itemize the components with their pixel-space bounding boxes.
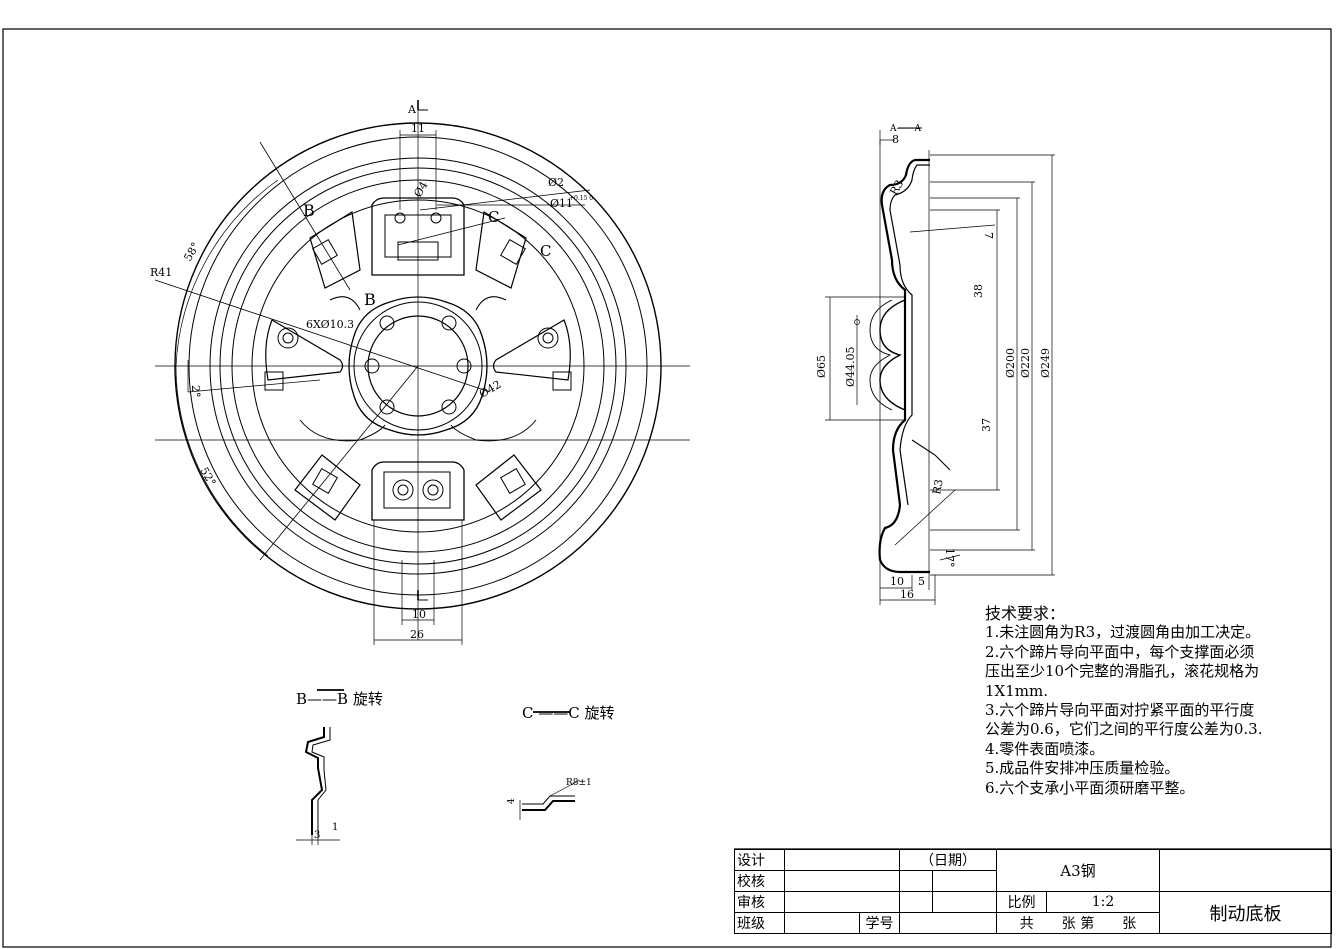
dim-phi11: Ø11 bbox=[550, 197, 573, 210]
class-value bbox=[784, 912, 860, 934]
design-value bbox=[784, 849, 900, 871]
dim-phi249: Ø249 bbox=[1039, 348, 1052, 378]
dim-2-deg: 2° bbox=[189, 385, 202, 398]
dim-1: 1 bbox=[332, 822, 338, 833]
requirement-line: 4.零件表面喷漆。 bbox=[985, 739, 1105, 758]
requirement-line: 6.六个支承小平面须研磨平整。 bbox=[985, 778, 1195, 797]
label-student-no: 学号 bbox=[859, 912, 900, 934]
section-bb-title: B——B 旋转 bbox=[296, 690, 383, 708]
label-check: 校核 bbox=[734, 870, 785, 892]
dim-phi220: Ø220 bbox=[1019, 348, 1032, 378]
part-name: 制动底板 bbox=[1159, 891, 1332, 934]
dim-26: 26 bbox=[410, 628, 424, 641]
section-cc-title: C ——C 旋转 bbox=[522, 704, 615, 722]
dim-phi200: Ø200 bbox=[1004, 348, 1017, 378]
label-class: 班级 bbox=[734, 912, 785, 934]
scale-value: 1:2 bbox=[1046, 891, 1160, 913]
dim-phi44: Ø44.05 bbox=[844, 346, 857, 387]
dim-phi2: Ø2 bbox=[548, 176, 564, 189]
requirement-line: 1X1mm. bbox=[985, 681, 1048, 700]
technical-requirements: 技术要求： 1.未注圆角为R3，过渡圆角由加工决定。 2.六个蹄片导向平面中，每… bbox=[985, 604, 1340, 798]
section-mark-a-top: A bbox=[407, 103, 417, 116]
dim-6x-phi10: 6XØ10.3 bbox=[306, 318, 354, 331]
dim-phi11-tolerance: +0.15 0 bbox=[569, 195, 593, 202]
section-cc bbox=[519, 711, 581, 820]
dim-10: 10 bbox=[412, 608, 426, 621]
check-value bbox=[784, 870, 900, 892]
side-view-labels: A——A 8 R3 7 38 37 Ø65 Ø44.05 Ø200 Ø220 Ø… bbox=[815, 124, 1052, 601]
dim-17-deg: 17° bbox=[943, 548, 956, 568]
requirement-line: 3.六个蹄片导向平面对拧紧平面的平行度 bbox=[985, 701, 1255, 720]
dim-4: 4 bbox=[507, 798, 517, 804]
dim-phi42: Ø42 bbox=[477, 378, 503, 401]
label-b-center: B bbox=[364, 290, 376, 309]
dim-3: 3 bbox=[314, 830, 320, 841]
student-no-value bbox=[899, 912, 997, 934]
label-review: 审核 bbox=[734, 891, 785, 913]
requirement-line: 压出至少10个完整的滑脂孔，滚花规格为 bbox=[985, 662, 1260, 681]
dim-11: 11 bbox=[411, 122, 425, 135]
requirements-title: 技术要求： bbox=[985, 604, 1066, 623]
front-view-labels: A 11 10 26 R41 58° 52° 2° Ø4 Ø2 Ø11 +0.1… bbox=[150, 103, 593, 641]
dim-phi4: Ø4 bbox=[411, 179, 430, 199]
front-view bbox=[154, 100, 690, 645]
dim-8: 8 bbox=[892, 133, 899, 146]
check-extra bbox=[932, 870, 997, 892]
dim-phi65: Ø65 bbox=[815, 355, 828, 378]
sheet-border bbox=[2, 28, 1332, 948]
dim-7: 7 bbox=[982, 232, 995, 239]
label-c-left: C bbox=[488, 208, 499, 226]
label-design: 设计 bbox=[734, 849, 785, 871]
dim-r41: R41 bbox=[150, 266, 172, 279]
side-view bbox=[825, 127, 1055, 605]
label-scale: 比例 bbox=[996, 891, 1047, 913]
dim-52-deg: 52° bbox=[197, 465, 218, 488]
blank-cell bbox=[1159, 849, 1332, 892]
dim-16: 16 bbox=[900, 588, 914, 601]
section-bb-labels: B——B 旋转 3 1 bbox=[296, 690, 383, 841]
requirement-line: 1.未注圆角为R3，过渡圆角由加工决定。 bbox=[985, 623, 1261, 642]
label-b-top: B bbox=[303, 201, 315, 220]
review-value bbox=[784, 891, 900, 913]
requirement-line: 5.成品件安排冲压质量检验。 bbox=[985, 759, 1180, 778]
title-block: 设计 （日期） A3钢 校核 审核 比例 1:2 制动底板 班级 学号 共 张 … bbox=[734, 849, 1332, 934]
label-date: （日期） bbox=[899, 849, 997, 871]
dim-r3-bottom: R3 bbox=[930, 478, 945, 495]
section-bb bbox=[296, 689, 344, 845]
dim-10-side: 10 bbox=[890, 575, 904, 588]
section-cc-labels: C ——C 旋转 4 R8±1 bbox=[507, 704, 615, 804]
sheet-count: 共 张 第 张 bbox=[996, 912, 1160, 934]
dim-r8: R8±1 bbox=[566, 778, 592, 788]
dim-38: 38 bbox=[972, 284, 985, 298]
review-extra bbox=[932, 891, 997, 913]
review-date bbox=[899, 891, 933, 913]
requirement-line: 2.六个蹄片导向平面中，每个支撑面必须 bbox=[985, 642, 1255, 661]
check-date bbox=[899, 870, 933, 892]
requirement-line: 公差为0.6，它们之间的平行度公差为0.3. bbox=[985, 720, 1263, 739]
dim-37: 37 bbox=[980, 418, 993, 432]
label-c-right: C bbox=[540, 242, 551, 260]
dim-5: 5 bbox=[918, 575, 925, 588]
material: A3钢 bbox=[996, 849, 1160, 892]
section-a-a: A——A bbox=[889, 124, 921, 134]
